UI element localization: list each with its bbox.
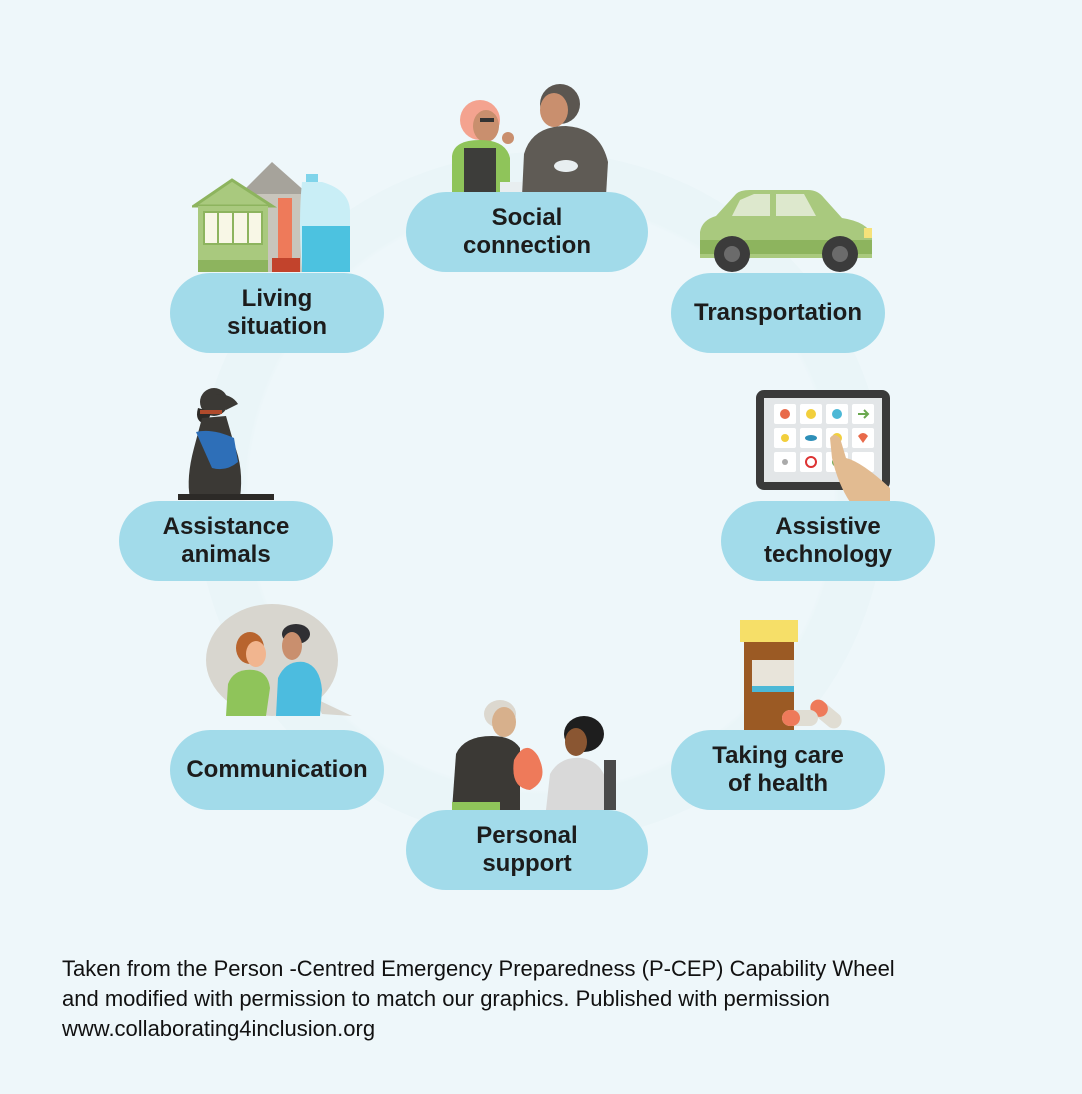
pill-assistance-animals: Assistance animals [119,501,333,581]
pill-assistive-technology: Assistive technology [721,501,935,581]
label-personal-support: Personal support [476,822,578,877]
speech-bubble-icon [206,604,352,716]
helping-hands-icon [452,700,616,810]
caption-line-1: Taken from the Person -Centred Emergency… [62,956,895,981]
medicine-bottle-icon [740,620,842,730]
pill-taking-care-of-health: Taking care of health [671,730,885,810]
label-living-situation: Living situation [227,285,327,340]
pill-transportation: Transportation [671,273,885,353]
label-assistive-technology: Assistive technology [763,513,892,568]
attribution-caption: Taken from the Person -Centred Emergency… [62,954,1022,1044]
label-assistance-animals: Assistance animals [162,513,290,568]
pill-communication: Communication [170,730,384,810]
label-taking-care-of-health: Taking care of health [712,742,844,797]
pill-personal-support: Personal support [406,810,648,890]
tablet-icon [756,390,890,502]
pill-living-situation: Living situation [170,273,384,353]
label-communication: Communication [186,756,368,783]
car-icon [700,190,872,272]
service-dog-icon [178,388,274,500]
label-transportation: Transportation [693,299,862,326]
two-people-talking-icon [452,84,608,196]
pill-social-connection: Social connection [406,192,648,272]
label-social-connection: Social connection [462,204,591,259]
caption-link[interactable]: www.collaborating4inclusion.org [62,1016,376,1041]
house-and-water-icon [192,162,350,272]
caption-line-2: and modified with permission to match ou… [62,986,830,1011]
